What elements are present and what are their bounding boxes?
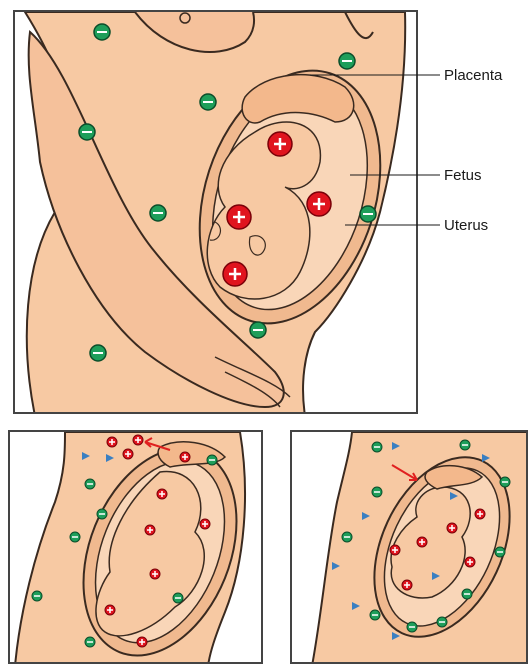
plus-cell-icon bbox=[157, 489, 167, 499]
label-fetus: Fetus bbox=[444, 167, 482, 184]
minus-cell-icon bbox=[460, 440, 470, 450]
second-pregnancy-illustration bbox=[292, 432, 528, 664]
plus-cell-icon bbox=[465, 557, 475, 567]
plus-cell-icon bbox=[107, 437, 117, 447]
plus-cell-icon bbox=[268, 132, 292, 156]
minus-cell-icon bbox=[85, 479, 95, 489]
plus-cell-icon bbox=[447, 523, 457, 533]
minus-cell-icon bbox=[339, 53, 355, 69]
plus-cell-icon bbox=[402, 580, 412, 590]
panel-second-pregnancy bbox=[290, 430, 528, 664]
minus-cell-icon bbox=[437, 617, 447, 627]
minus-cell-icon bbox=[200, 94, 216, 110]
minus-cell-icon bbox=[407, 622, 417, 632]
minus-cell-icon bbox=[70, 532, 80, 542]
pregnant-body-illustration bbox=[15, 12, 418, 414]
plus-cell-icon bbox=[150, 569, 160, 579]
minus-cell-icon bbox=[79, 124, 95, 140]
label-placenta: Placenta bbox=[444, 67, 502, 84]
minus-cell-icon bbox=[90, 345, 106, 361]
plus-cell-icon bbox=[137, 637, 147, 647]
minus-cell-icon bbox=[372, 487, 382, 497]
minus-cell-icon bbox=[94, 24, 110, 40]
plus-cell-icon bbox=[200, 519, 210, 529]
minus-cell-icon bbox=[32, 591, 42, 601]
panel-first-pregnancy bbox=[13, 10, 418, 414]
minus-cell-icon bbox=[207, 455, 217, 465]
plus-cell-icon bbox=[145, 525, 155, 535]
minus-cell-icon bbox=[97, 509, 107, 519]
plus-cell-icon bbox=[133, 435, 143, 445]
minus-cell-icon bbox=[372, 442, 382, 452]
plus-cell-icon bbox=[390, 545, 400, 555]
minus-cell-icon bbox=[250, 322, 266, 338]
label-uterus: Uterus bbox=[444, 217, 488, 234]
minus-cell-icon bbox=[150, 205, 166, 221]
plus-cell-icon bbox=[227, 205, 251, 229]
delivery-illustration bbox=[10, 432, 263, 664]
minus-cell-icon bbox=[462, 589, 472, 599]
minus-cell-icon bbox=[360, 206, 376, 222]
plus-cell-icon bbox=[475, 509, 485, 519]
plus-cell-icon bbox=[180, 452, 190, 462]
minus-cell-icon bbox=[342, 532, 352, 542]
minus-cell-icon bbox=[370, 610, 380, 620]
minus-cell-icon bbox=[500, 477, 510, 487]
minus-cell-icon bbox=[495, 547, 505, 557]
plus-cell-icon bbox=[307, 192, 331, 216]
plus-cell-icon bbox=[223, 262, 247, 286]
plus-cell-icon bbox=[123, 449, 133, 459]
panel-delivery-transfer bbox=[8, 430, 263, 664]
plus-cell-icon bbox=[417, 537, 427, 547]
plus-cell-icon bbox=[105, 605, 115, 615]
minus-cell-icon bbox=[85, 637, 95, 647]
minus-cell-icon bbox=[173, 593, 183, 603]
